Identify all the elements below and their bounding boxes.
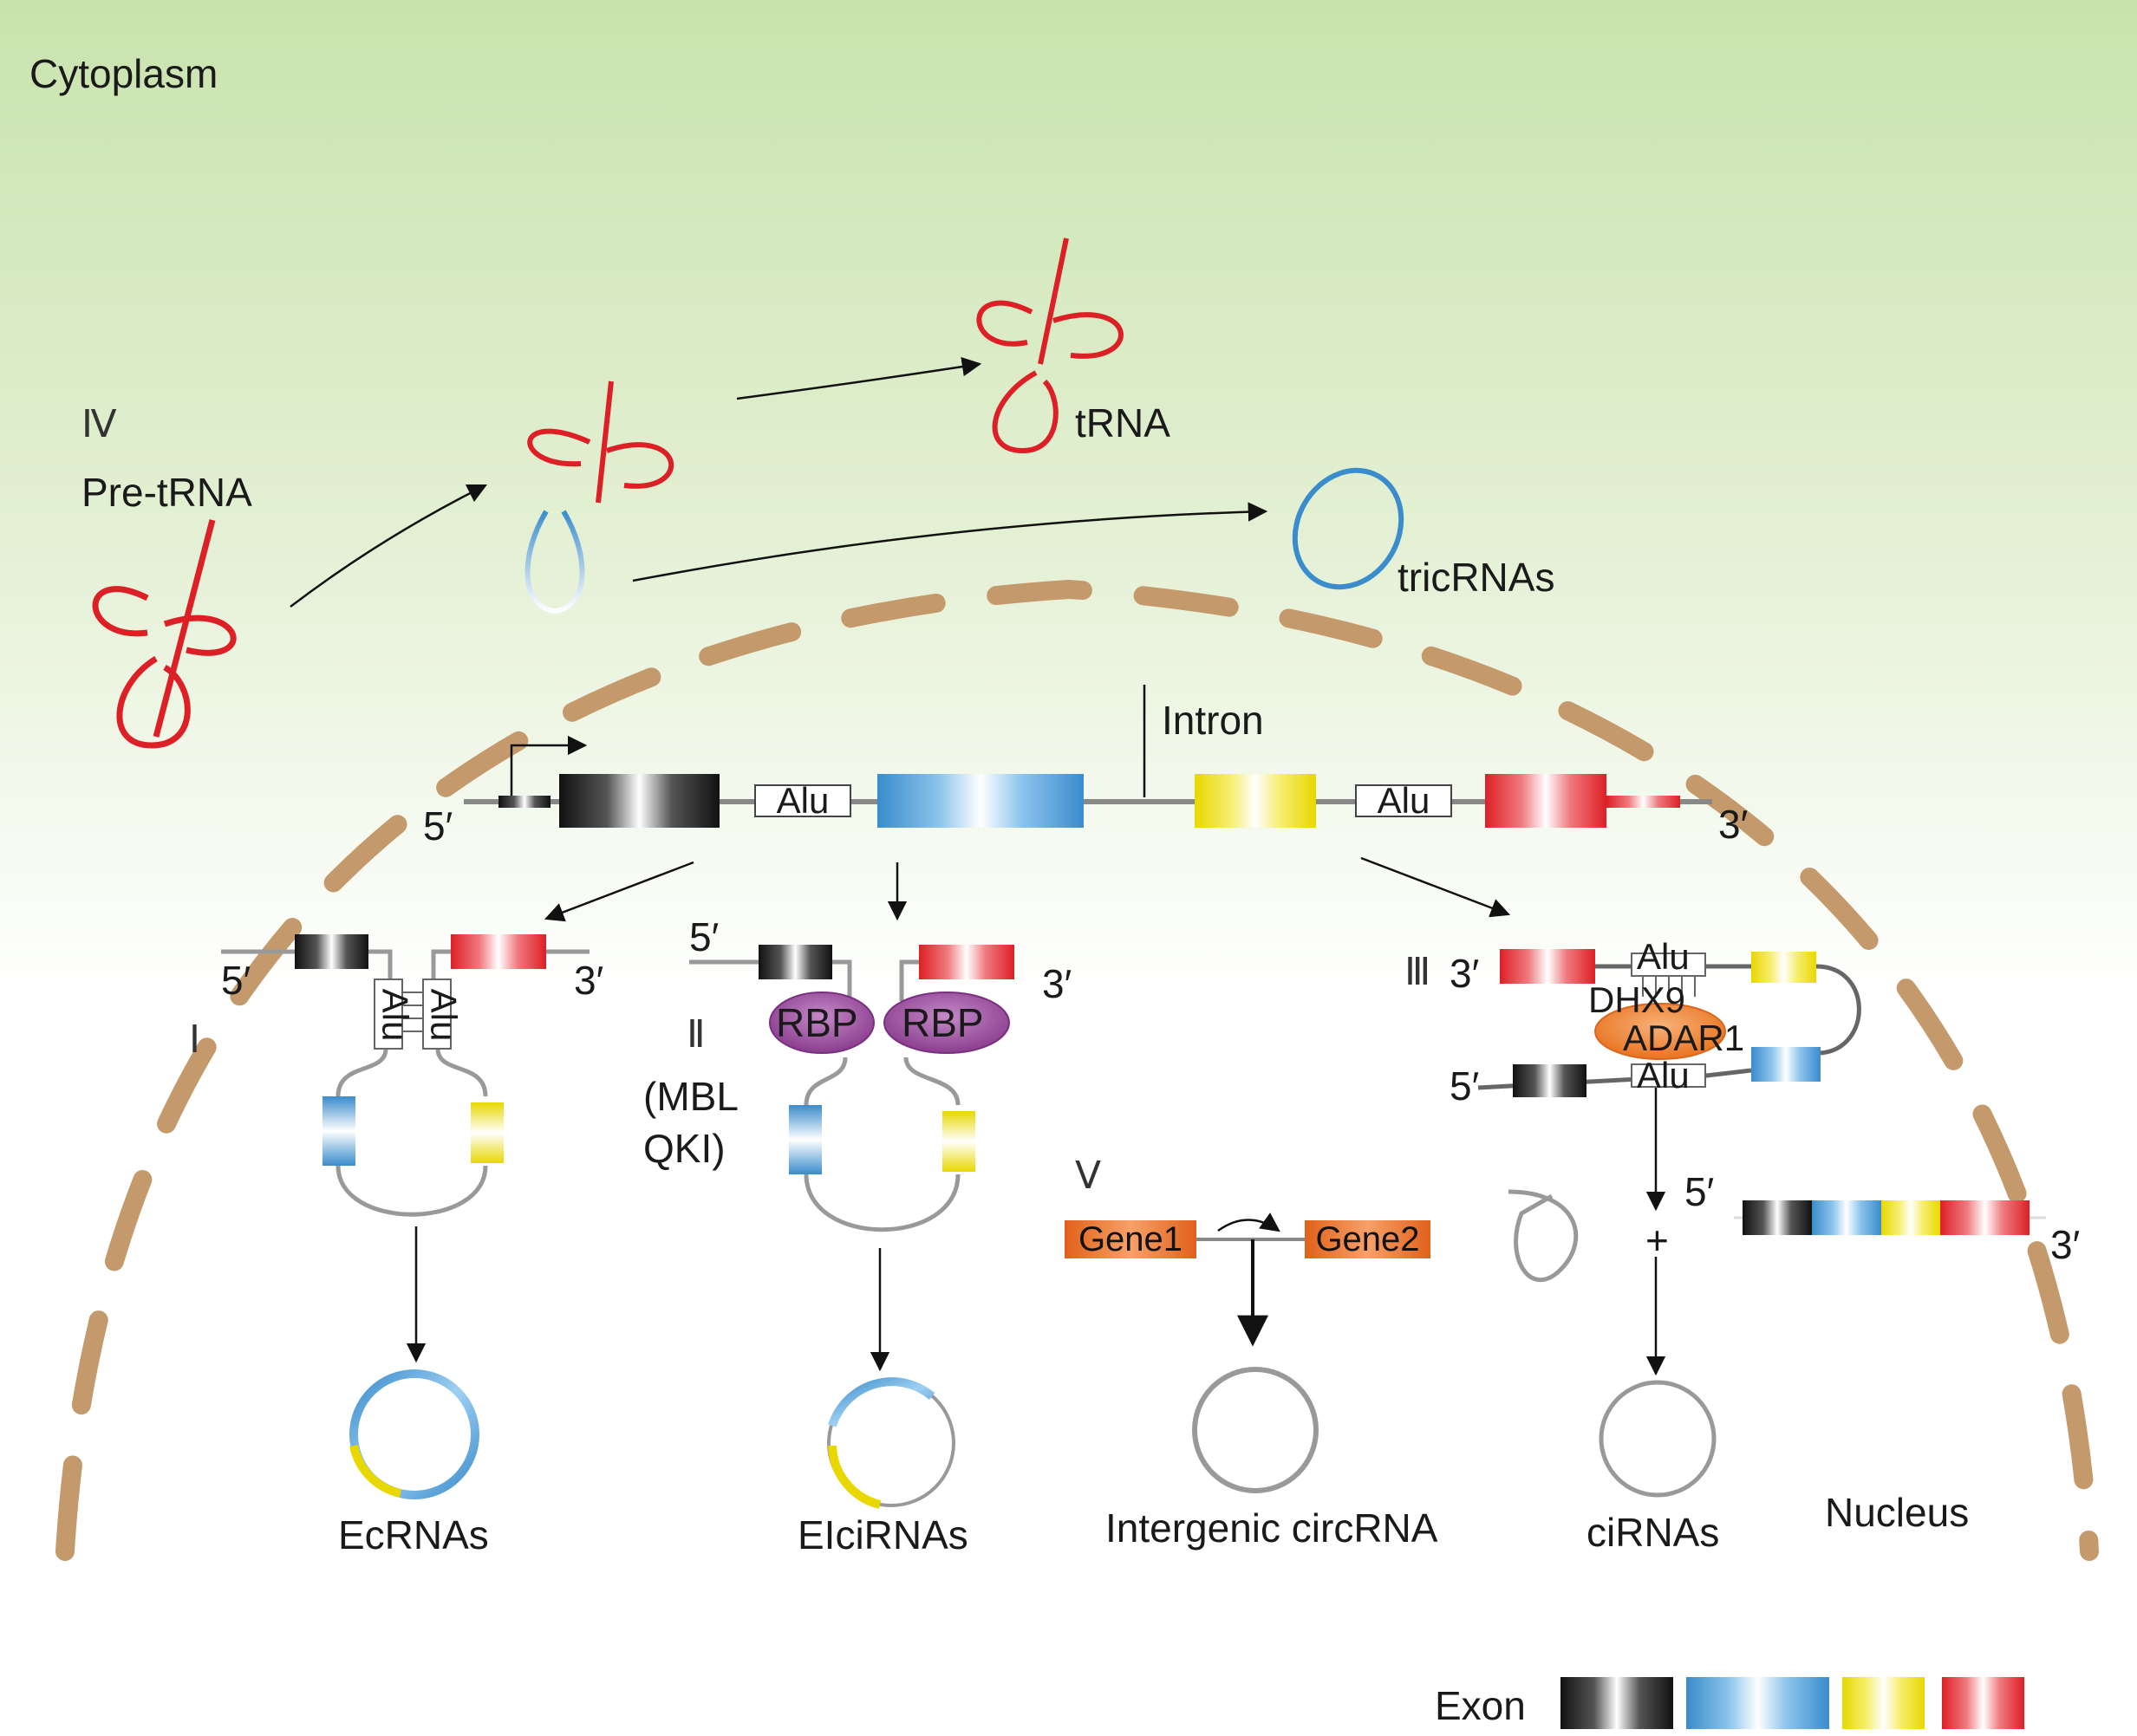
gene-exon-yellow: [1195, 774, 1316, 828]
legend-exon-label: Exon: [1435, 1683, 1526, 1728]
legend-swatch-blue: [1686, 1677, 1829, 1729]
i-exon-blue: [323, 1096, 355, 1166]
pathway-iv-roman: Ⅳ: [81, 403, 117, 445]
mrna-exon-black: [1743, 1200, 1812, 1235]
iii-alu-top: Alu: [1637, 936, 1690, 977]
lariat-shape: [1508, 1189, 1579, 1283]
gene-exon-black: [559, 774, 720, 828]
arrow-intermediate-to-trna: [736, 356, 982, 400]
i-exon-yellow: [471, 1102, 504, 1163]
intergenic-circle: [1192, 1367, 1319, 1493]
ii-exon-yellow: [942, 1111, 975, 1172]
mrna-exon-blue: [1812, 1200, 1881, 1235]
gene-exon-red: [1485, 774, 1606, 828]
iii-plus: +: [1645, 1218, 1669, 1263]
ii-three-prime: 3′: [1042, 961, 1072, 1006]
pathway-ii-structure: [689, 959, 961, 1232]
mrna-exon-yellow: [1881, 1200, 1940, 1235]
trna-mature-shape: [976, 237, 1124, 454]
gene-utr-red: [1606, 796, 1680, 808]
iii-exon-blue: [1751, 1047, 1821, 1082]
gene-alu-2: Alu: [1355, 783, 1452, 819]
intergenic-curve-arrow: [1217, 1213, 1280, 1232]
i-alu-left: Alu: [375, 988, 416, 1042]
arrow-gene-to-iii: [1360, 856, 1511, 918]
eicirna-yellow-segment: [828, 1445, 882, 1509]
rbp-right-shape: [883, 992, 1010, 1054]
trna-intermediate-shape: [524, 380, 674, 614]
legend-swatch-black: [1560, 1677, 1673, 1729]
mrna-three-prime: 3′: [2050, 1222, 2081, 1267]
mrna-exon-red: [1940, 1200, 2029, 1235]
iii-exon-black: [1513, 1064, 1586, 1097]
ecrna-circle: [349, 1369, 479, 1499]
iii-exon-yellow: [1751, 952, 1816, 983]
pathway-i-structure: [221, 949, 590, 1217]
ecrna-yellow-segment: [349, 1444, 402, 1498]
alu-pairing-i: [374, 979, 452, 1050]
legend-swatch-yellow: [1842, 1677, 1925, 1729]
cirnas-label: ciRNAs: [1586, 1510, 1720, 1555]
intergenic-circrna-label: Intergenic circRNA: [1105, 1505, 1438, 1551]
gene-three-prime: 3′: [1718, 802, 1749, 847]
ii-factors-line2: QKI): [643, 1126, 726, 1171]
i-three-prime: 3′: [574, 958, 604, 1003]
i-exon-red: [451, 934, 546, 969]
ii-exon-blue: [789, 1105, 822, 1174]
cytoplasm-label: Cytoplasm: [29, 51, 218, 96]
tss-arrow: [510, 735, 588, 797]
rbp-left-shape: [769, 992, 875, 1054]
legend-swatch-red: [1942, 1677, 2024, 1729]
ii-five-prime: 5′: [689, 914, 720, 959]
gene1-box: Gene1: [1065, 1220, 1196, 1258]
gene-five-prime: 5′: [423, 803, 453, 848]
alu-pairing-iii: [1631, 953, 1706, 1088]
iii-exon-red: [1500, 949, 1595, 984]
pathway-iii-roman: Ⅲ: [1404, 951, 1431, 993]
arrow-pretrna-to-intermediate: [290, 484, 488, 608]
i-five-prime: 5′: [221, 958, 251, 1003]
tricrnas-label: tricRNAs: [1398, 555, 1555, 600]
cirna-circle: [1599, 1380, 1717, 1498]
pre-trna-label: Pre-tRNA: [81, 470, 252, 515]
i-alu-right: Alu: [423, 988, 465, 1042]
gene-exon-blue: [877, 774, 1084, 828]
iii-alu-bottom: Alu: [1637, 1055, 1690, 1096]
eicirna-blue-segment: [828, 1377, 935, 1427]
pre-trna-shape: [92, 519, 237, 749]
tricrna-circle: [1292, 467, 1404, 590]
rbp-left-label: RBP: [776, 1000, 858, 1045]
nuclear-membrane: [55, 579, 2099, 1561]
gene2-box: Gene2: [1305, 1220, 1430, 1258]
ii-factors-line1: (MBL: [643, 1074, 739, 1119]
iii-three-prime: 3′: [1450, 951, 1480, 996]
intron-label: Intron: [1162, 698, 1264, 743]
i-exon-black: [295, 934, 368, 969]
ii-exon-red: [919, 945, 1014, 979]
gene-alu-1: Alu: [754, 783, 851, 819]
iii-five-prime: 5′: [1450, 1063, 1480, 1109]
arrow-intermediate-to-tricrna: [632, 502, 1268, 582]
adar1-label: ADAR1: [1623, 1018, 1745, 1058]
pathway-ii-roman: Ⅱ: [687, 1013, 706, 1056]
nucleus-label: Nucleus: [1825, 1490, 1970, 1535]
adar1-shape: [1594, 1003, 1726, 1060]
arrow-gene-to-i: [544, 861, 694, 922]
eicirnas-label: EIciRNAs: [798, 1512, 968, 1557]
ii-exon-black: [759, 945, 832, 979]
mrna-five-prime: 5′: [1684, 1169, 1715, 1214]
dhx9-label: DHX9: [1588, 979, 1686, 1020]
trna-label: tRNA: [1075, 400, 1170, 445]
rbp-right-label: RBP: [902, 1000, 984, 1045]
pathway-v-roman: Ⅴ: [1075, 1154, 1102, 1197]
pathway-i-roman: Ⅰ: [189, 1018, 200, 1061]
gene-utr-black: [498, 796, 551, 808]
ecrnas-label: EcRNAs: [338, 1512, 489, 1557]
